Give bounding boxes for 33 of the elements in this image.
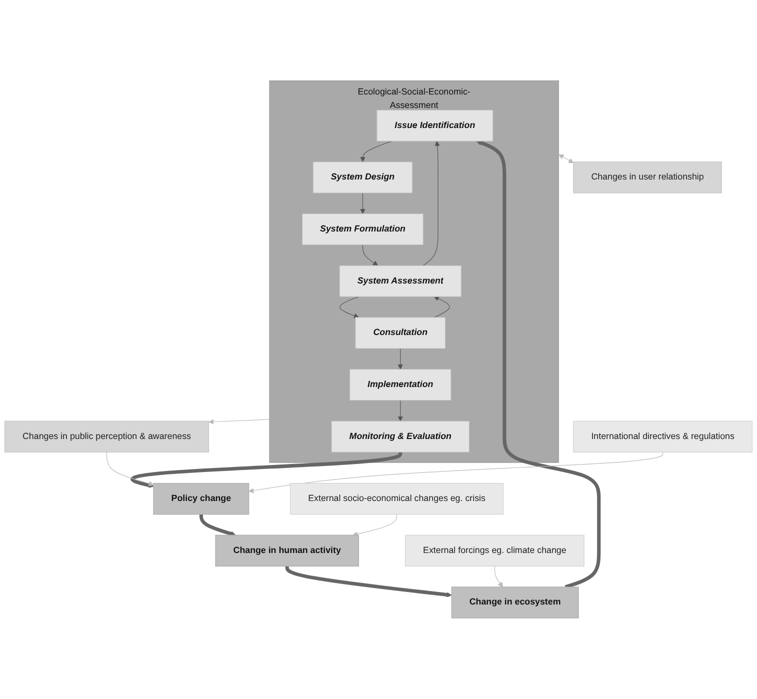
arrow <box>398 348 403 370</box>
arrow <box>360 192 366 214</box>
node-box: System Design <box>312 162 413 194</box>
node-box: Policy change <box>153 483 250 515</box>
arrow <box>558 154 574 164</box>
arrow <box>208 419 270 424</box>
arrow <box>106 452 154 486</box>
arrow <box>360 140 392 162</box>
node-box: Implementation <box>350 369 452 401</box>
arrow <box>362 244 378 266</box>
arrow <box>398 400 403 422</box>
node-box: External forcings eg. climate change <box>405 534 584 567</box>
node-box: System Formulation <box>302 214 424 246</box>
node-box: System Assessment <box>339 265 462 298</box>
arrow <box>352 514 398 537</box>
node-box: External socio-economical changes eg. crisis <box>290 483 504 515</box>
node-box: Changes in user relationship <box>573 162 722 194</box>
arrow <box>422 141 440 266</box>
arrow <box>476 140 601 589</box>
arrow <box>434 296 450 318</box>
arrow <box>131 452 402 488</box>
node-box: Consultation <box>355 317 446 349</box>
arrow <box>285 566 452 598</box>
arrow <box>340 296 360 318</box>
arrow <box>199 514 236 536</box>
node-box: Changes in public perception & awareness <box>4 420 210 453</box>
node-box: International directives & regulations <box>573 420 753 453</box>
arrow <box>248 452 664 494</box>
node-box: Monitoring & Evaluation <box>331 420 470 453</box>
arrow <box>494 566 504 588</box>
node-box: Issue Identification <box>376 110 494 142</box>
node-box: Change in human activity <box>215 534 359 567</box>
node-box: Change in ecosystem <box>451 586 579 618</box>
